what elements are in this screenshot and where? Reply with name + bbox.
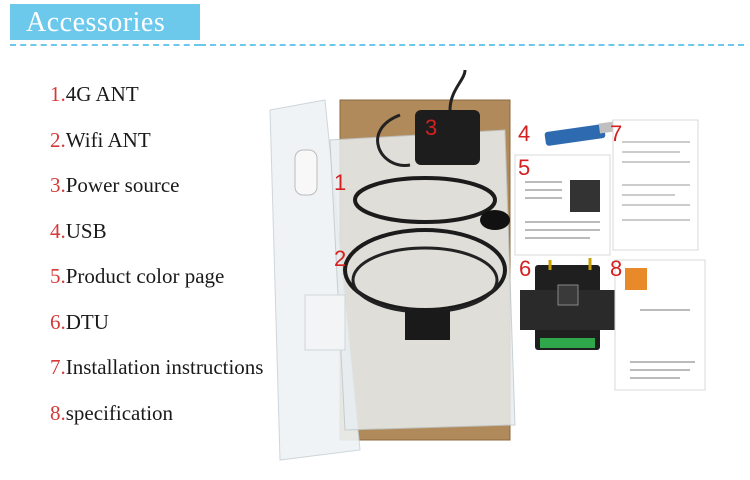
accessory-list: 1.4G ANT 2.Wifi ANT 3.Power source 4.USB… bbox=[50, 82, 263, 446]
power-adapter bbox=[415, 110, 480, 165]
power-cable bbox=[448, 69, 467, 111]
wifi-antenna bbox=[294, 149, 318, 196]
wifi-antenna-bag bbox=[269, 99, 361, 461]
label-4: 4 bbox=[518, 121, 531, 146]
header-tab: Accessories bbox=[10, 4, 200, 40]
product-photo: 3 1 2 4 5 7 6 8 bbox=[250, 69, 730, 470]
divider bbox=[10, 44, 200, 46]
list-item: 4.USB bbox=[50, 218, 107, 243]
label-7: 7 bbox=[610, 121, 623, 146]
label-2: 2 bbox=[334, 246, 347, 271]
list-item: 2.Wifi ANT bbox=[50, 127, 151, 152]
list-item: 7.Installation instructions bbox=[50, 355, 264, 379]
label-1: 1 bbox=[334, 170, 347, 195]
label-3: 3 bbox=[425, 115, 438, 140]
label-8: 8 bbox=[610, 256, 623, 281]
label-6: 6 bbox=[519, 256, 532, 281]
list-item: 3.Power source bbox=[50, 173, 180, 197]
page-title: Accessories bbox=[26, 7, 166, 38]
list-item: 1.4G ANT bbox=[50, 82, 139, 106]
list-item: 8.specification bbox=[50, 400, 174, 425]
divider bbox=[200, 44, 744, 46]
product-photo-illustration bbox=[269, 69, 706, 461]
4g-antenna-cable bbox=[353, 176, 497, 224]
list-item: 6.DTU bbox=[50, 309, 109, 334]
list-item: 5.Product color page bbox=[50, 264, 225, 288]
label-5: 5 bbox=[518, 155, 531, 180]
4g-antenna bbox=[480, 210, 510, 230]
usb-adapter bbox=[544, 124, 606, 146]
cable-bag bbox=[329, 129, 516, 431]
terminal-block bbox=[540, 338, 595, 348]
